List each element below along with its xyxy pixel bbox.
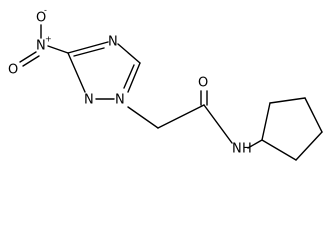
bond-n1-ch2 xyxy=(127,106,159,129)
bond-n-o-nitro-left-1 xyxy=(19,51,37,63)
bond-cp-2 xyxy=(269,97,306,104)
bond-cp-3 xyxy=(304,97,323,133)
bond-cp-1 xyxy=(261,102,271,141)
bond-n-o-nitro-left-2 xyxy=(22,55,40,67)
bond-c3-n4-inner xyxy=(73,47,105,57)
bond-c5-n1-inner xyxy=(123,64,135,89)
atom-n-ring-4: N xyxy=(108,35,118,50)
bonds xyxy=(19,24,323,161)
atom-o-carbonyl: O xyxy=(198,76,208,91)
atom-o-nitro-top: O xyxy=(36,11,46,26)
bond-ch2-c-carbonyl xyxy=(157,104,205,129)
charge-minus: - xyxy=(44,6,47,15)
bond-c-n-amide xyxy=(203,104,233,144)
atom-n-ring-2: N xyxy=(84,93,94,108)
charge-plus: + xyxy=(45,35,52,44)
bond-n-cyclopentyl xyxy=(247,139,263,149)
atom-n-ring-1: N xyxy=(115,93,125,108)
bond-c3-n4 xyxy=(67,41,109,54)
atom-h-amide: H xyxy=(242,142,252,157)
atom-labels: O - N + O N N N O N H xyxy=(8,6,252,157)
bond-cp-4 xyxy=(295,131,323,161)
bond-n4-c5 xyxy=(117,43,141,64)
bond-n2-c3 xyxy=(67,52,86,93)
atom-n-amide: N xyxy=(232,142,242,157)
chemical-structure: O - N + O N N N O N H xyxy=(8,6,323,161)
bond-c5-n1 xyxy=(127,62,141,93)
bond-cp-5 xyxy=(261,139,297,161)
atom-n-nitro: N xyxy=(36,39,46,54)
bond-nitro-n-ring-c3 xyxy=(47,45,69,54)
atom-o-nitro-left: O xyxy=(8,63,18,78)
